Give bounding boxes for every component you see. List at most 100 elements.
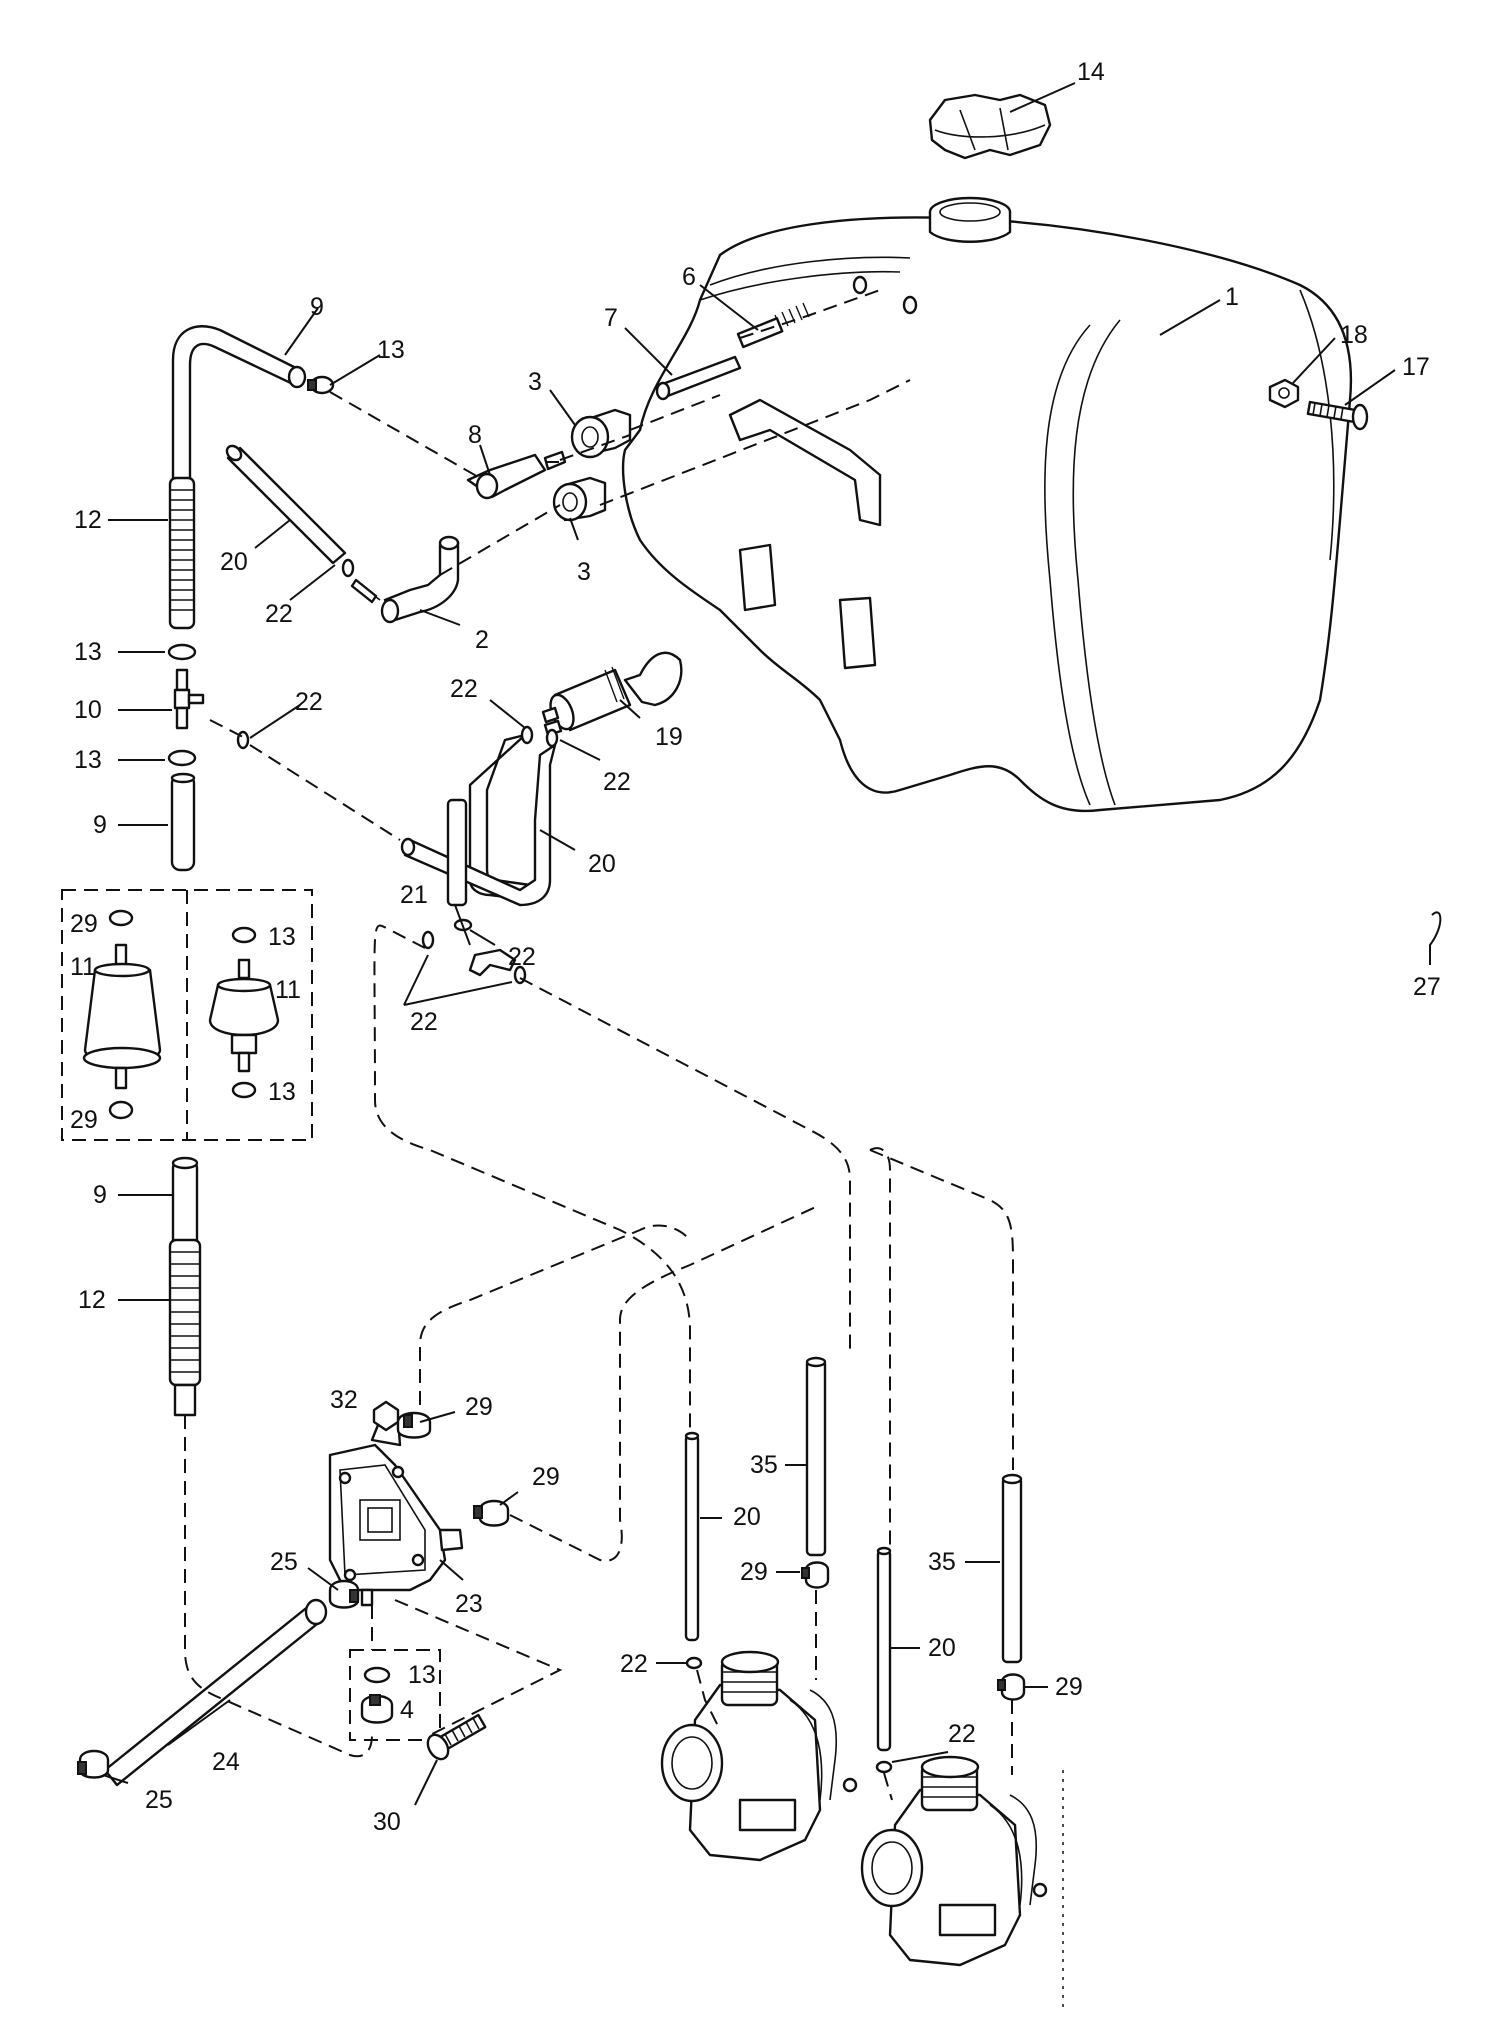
callout-12-lower: 12 — [78, 1286, 106, 1314]
callout-29-pump-top: 29 — [465, 1393, 493, 1421]
carb-clamps — [685, 1561, 1026, 1774]
screw — [1306, 400, 1369, 431]
callout-25-lower: 25 — [145, 1786, 173, 1814]
callout-4: 4 — [400, 1696, 414, 1724]
callout-13-left-1: 13 — [74, 638, 102, 666]
leader-lines — [102, 82, 1442, 1806]
callout-8: 8 — [468, 421, 482, 449]
carb-hose-35-left — [805, 1356, 827, 1557]
callout-19: 19 — [655, 723, 683, 751]
callout-32: 32 — [330, 1386, 358, 1414]
callout-20-middle: 20 — [588, 850, 616, 878]
callout-29-pump-side: 29 — [532, 1463, 560, 1491]
clamp-25-lower — [77, 1749, 110, 1779]
callout-22-top: 22 — [265, 600, 293, 628]
callout-10: 10 — [74, 696, 102, 724]
carb-hose-20-left — [684, 1431, 700, 1642]
callout-29-carb-left: 29 — [740, 1558, 768, 1586]
grommet-lower — [552, 476, 607, 522]
callout-25-upper: 25 — [270, 1548, 298, 1576]
clamp-25-upper — [328, 1579, 360, 1609]
callout-30: 30 — [373, 1808, 401, 1836]
clamps-middle — [453, 725, 559, 932]
hose-long-left-lower — [171, 1156, 199, 1252]
clamp-left-1 — [167, 643, 197, 661]
clamp-small-upper — [341, 558, 355, 578]
grommet-upper — [570, 408, 632, 459]
hose-bent-top — [171, 325, 307, 482]
vent-check-valve — [736, 302, 810, 349]
clamps-pump — [396, 1411, 510, 1527]
hose-short-left — [170, 772, 196, 872]
clamp-upper-right — [307, 375, 335, 395]
callout-23: 23 — [455, 1590, 483, 1618]
callout-22-primer-left: 22 — [450, 675, 478, 703]
callout-35-right: 35 — [928, 1548, 956, 1576]
primer-pump — [541, 651, 683, 737]
callout-6: 6 — [682, 263, 696, 291]
callout-1: 1 — [1225, 283, 1239, 311]
carb-hose-20-right — [876, 1546, 892, 1752]
clamp-kit-box — [349, 1649, 441, 1741]
nut-pump — [372, 1400, 400, 1432]
callout-17: 17 — [1402, 353, 1430, 381]
callout-22-middle-right: 22 — [508, 943, 536, 971]
routing-lines — [184, 289, 1014, 1801]
carburetor-right — [860, 1755, 1048, 1967]
nut — [1268, 378, 1300, 409]
callout-labels: 14 1 18 17 6 7 3 3 8 9 13 12 20 22 2 13 … — [70, 58, 1441, 1836]
fuel-tank — [621, 196, 1353, 813]
callout-24: 24 — [212, 1748, 240, 1776]
callout-29-carb-right: 29 — [1055, 1673, 1083, 1701]
hose-vertical-middle — [446, 798, 468, 907]
carburetor-left — [660, 1650, 858, 1862]
callout-9-mid: 9 — [93, 811, 107, 839]
callout-18: 18 — [1340, 321, 1368, 349]
vent-hose-short — [655, 355, 742, 401]
fuel-pump — [328, 1416, 464, 1607]
callout-3-lower: 3 — [577, 558, 591, 586]
callout-11-large: 11 — [70, 953, 96, 981]
callout-29-large-top: 29 — [70, 910, 98, 938]
fuel-filter-large — [82, 909, 162, 1120]
mounting-screw — [426, 1713, 487, 1761]
callout-22-tee: 22 — [295, 688, 323, 716]
elbow-fitting-upper — [466, 450, 567, 500]
callout-22-middle-bottom: 22 — [410, 1008, 438, 1036]
callout-13-small-bottom: 13 — [268, 1078, 296, 1106]
elbow-fitting-lower — [350, 535, 460, 624]
hose-bent-middle — [400, 733, 557, 907]
tee-fitting-left — [173, 668, 205, 730]
callout-35-left: 35 — [750, 1451, 778, 1479]
callout-9-lower: 9 — [93, 1181, 107, 1209]
fuel-cap — [928, 93, 1052, 160]
filter-options-box — [61, 889, 313, 1141]
callout-20-carb-left: 20 — [733, 1503, 761, 1531]
clamp-left-2 — [167, 749, 197, 767]
carb-hose-35-right — [1001, 1473, 1023, 1664]
callout-11-small: 11 — [275, 976, 301, 1004]
callout-27: 27 — [1413, 973, 1441, 1001]
callout-14: 14 — [1077, 58, 1105, 86]
callout-9-top: 9 — [310, 293, 324, 321]
callout-12-top: 12 — [74, 506, 102, 534]
callout-29-large-bottom: 29 — [70, 1106, 98, 1134]
hose-sleeve-lower — [168, 1238, 202, 1417]
callout-13-small-top: 13 — [268, 923, 296, 951]
callout-2: 2 — [475, 626, 489, 654]
callout-13-box: 13 — [408, 1661, 436, 1689]
hose-upper-straight — [225, 444, 347, 565]
callout-21: 21 — [400, 881, 428, 909]
callout-22-primer-right: 22 — [603, 768, 631, 796]
callout-3-upper: 3 — [528, 368, 542, 396]
hose-sleeve-upper — [168, 476, 196, 630]
callout-13-left-2: 13 — [74, 746, 102, 774]
callout-20-carb-right: 20 — [928, 1634, 956, 1662]
callout-7: 7 — [604, 304, 618, 332]
callout-22-carb-left: 22 — [620, 1650, 648, 1678]
fuel-filter-small — [208, 926, 280, 1099]
callout-13-top: 13 — [377, 336, 405, 364]
callout-22-carb-right: 22 — [948, 1720, 976, 1748]
callout-20-top: 20 — [220, 548, 248, 576]
